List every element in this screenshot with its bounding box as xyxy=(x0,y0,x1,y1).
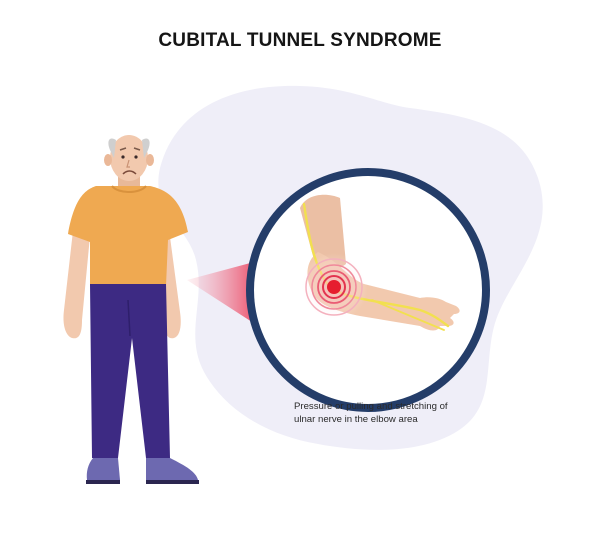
left-arm xyxy=(63,222,90,339)
hair xyxy=(108,138,116,158)
pointer-beam xyxy=(187,262,254,322)
page-title: CUBITAL TUNNEL SYNDROME xyxy=(158,30,442,51)
left-shoe xyxy=(86,458,120,480)
trousers xyxy=(90,284,170,458)
caption-line-2: ulnar nerve in the elbow area xyxy=(294,413,418,425)
head xyxy=(110,135,148,181)
shirt xyxy=(68,186,188,286)
zoom-circle xyxy=(246,168,490,412)
right-shoe xyxy=(146,458,198,480)
pain-point xyxy=(300,253,368,321)
elderly-man-figure xyxy=(63,135,199,484)
caption: Pressure or pulling and stretching of ul… xyxy=(294,401,494,426)
zoom-circle-ring xyxy=(246,168,490,412)
caption-line-1: Pressure or pulling and stretching of xyxy=(294,401,448,412)
